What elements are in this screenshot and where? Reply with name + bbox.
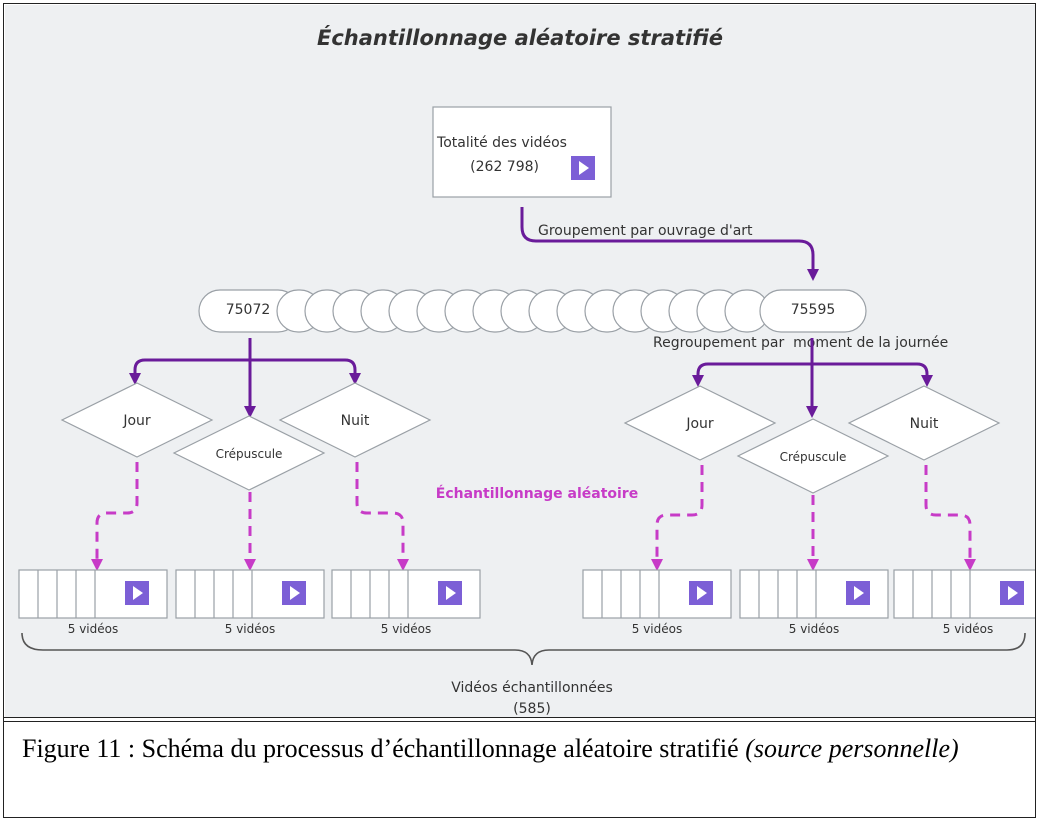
- group-arrow-label: Groupement par ouvrage d'art: [538, 223, 753, 239]
- root-play-icon: [571, 156, 595, 180]
- play-icon: [846, 581, 870, 605]
- root-label-line1: Totalité des vidéos: [436, 135, 567, 151]
- period-label: Crépuscule: [216, 447, 283, 461]
- figure-caption: Figure 11 : Schéma du processus d’échant…: [22, 730, 1022, 768]
- branch-arrows-right: [692, 338, 933, 418]
- period-label: Nuit: [341, 413, 370, 429]
- root-box: [432, 106, 612, 198]
- video-strip: 5 vidéos: [175, 569, 325, 636]
- structure-pills: [198, 289, 867, 333]
- sample-count-label: 5 vidéos: [68, 622, 118, 636]
- period-diamond: [847, 385, 1001, 461]
- group-arrow: [520, 207, 819, 281]
- video-strip: 5 vidéos: [331, 569, 481, 636]
- period-diamond: [278, 382, 432, 458]
- video-strip: 5 vidéos: [739, 569, 889, 636]
- play-icon: [282, 581, 306, 605]
- period-diamond: [623, 385, 777, 461]
- sample-count-label: 5 vidéos: [381, 622, 431, 636]
- period-label: Nuit: [910, 416, 939, 432]
- branch-arrows-left: [129, 338, 361, 418]
- caption-separator: [4, 717, 1036, 722]
- video-strip: 5 vidéos: [582, 569, 732, 636]
- period-diamond: [60, 382, 214, 458]
- play-icon: [1000, 581, 1024, 605]
- total-label-line2: (585): [513, 701, 551, 717]
- regroup-label: Regroupement par moment de la journée: [653, 335, 948, 351]
- total-label-line1: Vidéos échantillonnées: [451, 680, 613, 696]
- diagram-panel: Échantillonnage aléatoire stratifié Tota…: [5, 5, 1041, 717]
- diagram-title: Échantillonnage aléatoire stratifié: [317, 25, 723, 50]
- structure-first-label: 75072: [226, 302, 271, 318]
- period-diamond: [172, 415, 326, 491]
- sampling-label: Échantillonnage aléatoire: [436, 485, 638, 502]
- play-icon: [689, 581, 713, 605]
- sample-count-label: 5 vidéos: [225, 622, 275, 636]
- sampling-arrows: [91, 462, 976, 571]
- video-strip: 5 vidéos: [893, 569, 1041, 636]
- total-brace: [21, 632, 1026, 666]
- sample-count-label: 5 vidéos: [789, 622, 839, 636]
- structure-last-label: 75595: [791, 302, 836, 318]
- sampling-arrow: [91, 462, 139, 571]
- sample-count-label: 5 vidéos: [632, 622, 682, 636]
- caption-text: Figure 11 : Schéma du processus d’échant…: [22, 734, 739, 763]
- play-icon: [125, 581, 149, 605]
- period-diamond: [736, 418, 890, 494]
- period-label: Jour: [122, 413, 151, 429]
- diagram-canvas: Échantillonnage aléatoire stratifié Tota…: [18, 25, 1041, 717]
- structure-pill-last: [759, 289, 867, 333]
- caption-source: (source personnelle): [745, 734, 959, 763]
- sample-count-label: 5 vidéos: [943, 622, 993, 636]
- period-label: Crépuscule: [780, 450, 847, 464]
- sampling-arrow: [924, 465, 976, 571]
- period-label: Jour: [685, 416, 714, 432]
- video-strip: 5 vidéos: [18, 569, 168, 636]
- root-label-line2: (262 798): [470, 159, 539, 175]
- sampling-arrow: [651, 465, 704, 571]
- sampling-arrow: [355, 462, 409, 571]
- video-strips: 5 vidéos 5 vidéos 5 vidéos 5 vidéos 5 vidéos…: [18, 569, 1041, 636]
- play-icon: [438, 581, 462, 605]
